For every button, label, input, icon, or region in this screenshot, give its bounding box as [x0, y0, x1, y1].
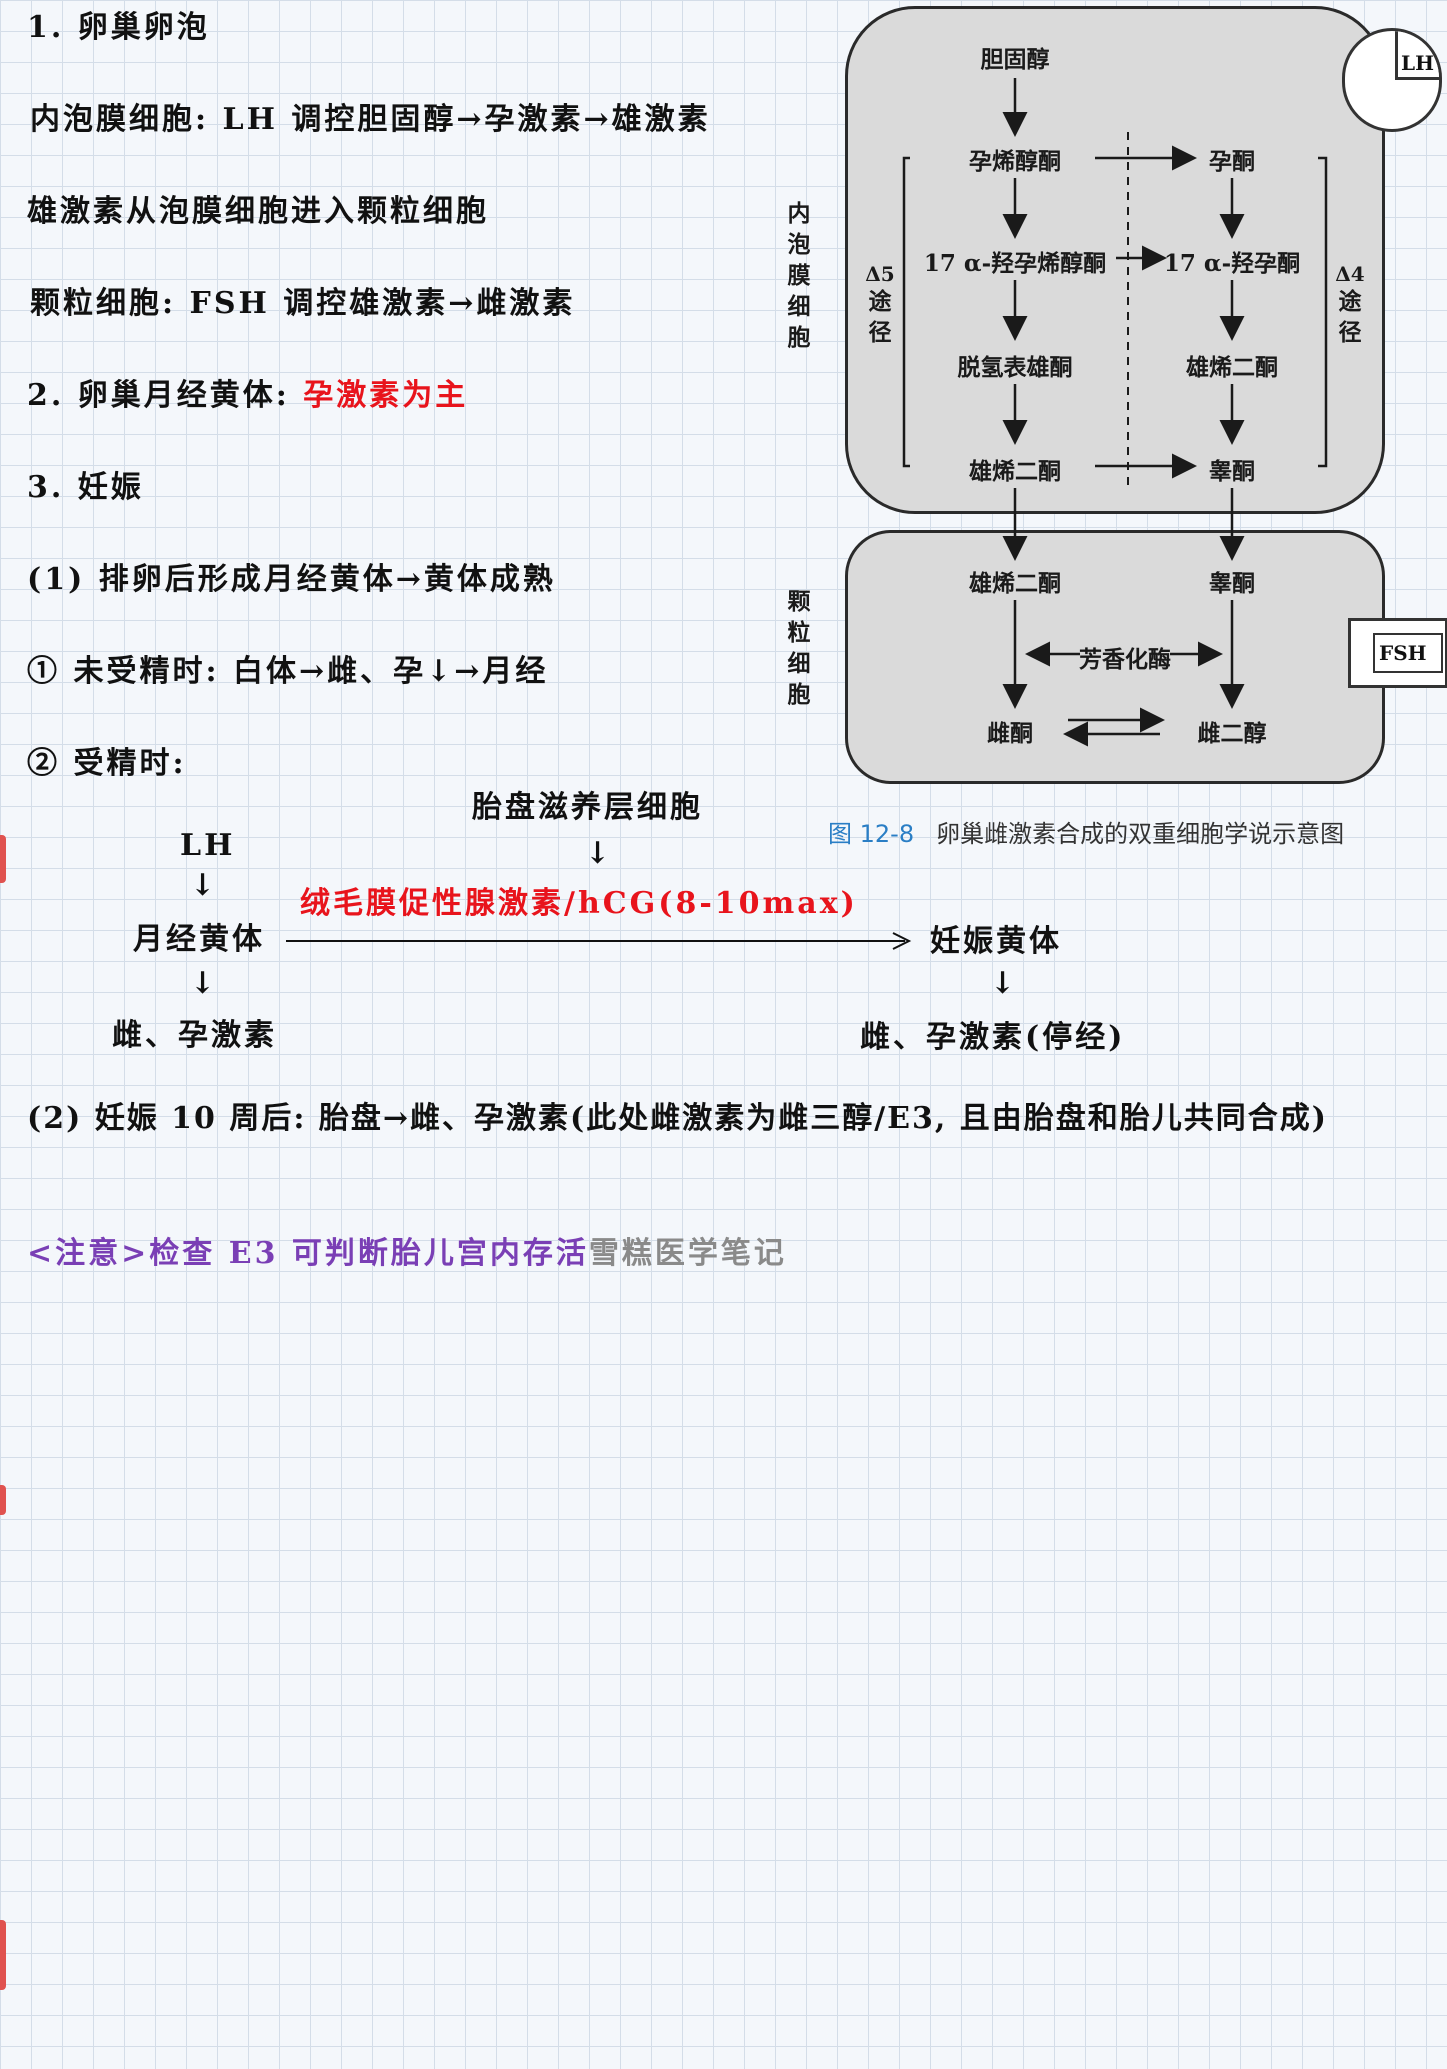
progesterone-dominant: 孕激素为主: [303, 378, 469, 413]
fsh-tab-label: FSH: [1379, 641, 1427, 665]
heading-ovarian-follicle: 1. 卵巢卵泡: [27, 10, 210, 45]
caption-text: 卵巢雌激素合成的双重细胞学说示意图: [936, 820, 1345, 848]
flow-pregnancy-corpus-luteum: 妊娠黄体: [930, 924, 1062, 959]
flow-lh: LH: [180, 828, 236, 863]
flow-arrow-down: ↓: [190, 868, 219, 903]
fsh-tab: FSH: [1348, 618, 1447, 688]
node-progesterone: 孕酮: [1209, 148, 1255, 175]
flow-arrow-down: ↓: [190, 966, 219, 1001]
node-androstenedione-mid: 雄烯二酮: [1186, 354, 1278, 381]
flow-right-hormones: 雌、孕激素(停经): [860, 1020, 1126, 1055]
node-pregnenolone: 孕烯醇酮: [969, 148, 1061, 175]
heading-pregnancy: 3. 妊娠: [27, 470, 144, 505]
node-17oh-progesterone: 17 α-羟孕酮: [1163, 250, 1301, 277]
heading-corpus-luteum-prefix: 2. 卵巢月经黄体:: [27, 378, 304, 413]
figure-caption: 图 12-8 卵巢雌激素合成的双重细胞学说示意图: [828, 814, 1344, 849]
node-androstenedione-bottom: 雄烯二酮: [969, 458, 1061, 485]
lh-tab-label: LH: [1401, 51, 1434, 75]
edge-mark: [0, 835, 6, 883]
label-granulosa-cell: 颗粒细胞: [787, 588, 811, 708]
note-line: <注意>检查 E3 可判断胎儿宫内存活雪糕医学笔记: [27, 1236, 787, 1272]
caption-number: 图 12-8: [828, 820, 915, 848]
flow-arrow-down: ↓: [585, 836, 614, 871]
flow-menstrual-corpus-luteum: 月经黄体: [133, 922, 265, 957]
label-delta4: Δ4: [1335, 262, 1365, 286]
node-dhea: 脱氢表雄酮: [957, 354, 1073, 381]
node-estrone: 雌酮: [987, 720, 1033, 747]
node-aromatase: 芳香化酶: [1079, 646, 1171, 673]
flow-arrow-down: ↓: [990, 966, 1019, 1001]
granulosa-cell-box: [845, 530, 1385, 784]
label-theca-cell: 内泡膜细胞: [787, 200, 811, 351]
lh-tab: LH: [1342, 28, 1442, 132]
edge-mark: [0, 1920, 6, 1990]
label-delta5-pathway: 途径: [868, 288, 892, 346]
edge-mark: [0, 1485, 6, 1515]
node-testosterone: 睾酮: [1209, 458, 1255, 485]
theca-cell-box: [845, 6, 1385, 514]
node-17oh-pregnenolone: 17 α-羟孕烯醇酮: [923, 250, 1107, 277]
node-androstenedione-granulosa: 雄烯二酮: [969, 570, 1061, 597]
line-granulosa-cell: 颗粒细胞: FSH 调控雄激素→雌激素: [30, 286, 576, 321]
para-after-10-weeks: (2) 妊娠 10 周后: 胎盘→雌、孕激素(此处雌激素为雌三醇/E3, 且由胎…: [27, 1101, 1328, 1136]
node-estradiol: 雌二醇: [1197, 720, 1267, 747]
flow-left-hormones: 雌、孕激素: [112, 1018, 277, 1053]
watermark-signature: 雪糕医学笔记: [588, 1236, 787, 1271]
flow-placenta-trophoblast: 胎盘滋养层细胞: [472, 790, 703, 825]
node-testosterone-granulosa: 睾酮: [1209, 570, 1255, 597]
note-e3-check: <注意>检查 E3 可判断胎儿宫内存活: [27, 1236, 589, 1271]
label-delta5: Δ5: [865, 262, 895, 286]
label-delta4-pathway: 途径: [1338, 288, 1362, 346]
item-fertilized: ② 受精时:: [27, 746, 187, 781]
line-androgen-transfer: 雄激素从泡膜细胞进入颗粒细胞: [27, 194, 489, 229]
dual-cell-figure: 胆固醇 孕烯醇酮 孕酮 17 α-羟孕烯醇酮 17 α-羟孕酮 脱氢表雄酮 雄烯…: [788, 0, 1447, 800]
line-theca-cell: 内泡膜细胞: LH 调控胆固醇→孕激素→雄激素: [30, 102, 711, 137]
item-unfertilized: ① 未受精时: 白体→雌、孕↓→月经: [27, 654, 549, 689]
flow-hcg: 绒毛膜促性腺激素/hCG(8-10max): [300, 886, 858, 921]
para-after-ovulation: (1) 排卵后形成月经黄体→黄体成熟: [27, 562, 556, 597]
node-cholesterol: 胆固醇: [980, 46, 1050, 73]
figure-arrows: [902, 78, 1328, 747]
heading-corpus-luteum: 2. 卵巢月经黄体: 孕激素为主: [27, 378, 468, 414]
